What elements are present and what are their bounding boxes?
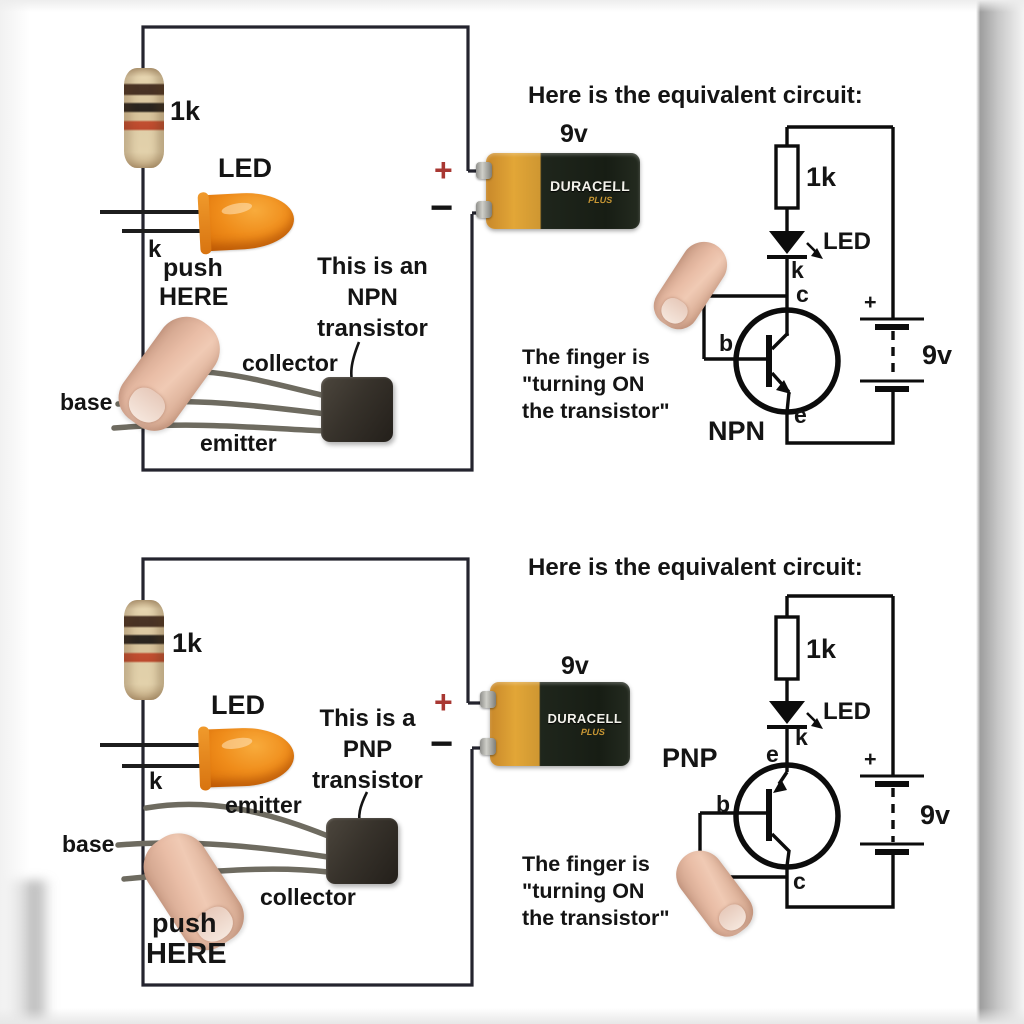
- here-label: HERE: [159, 283, 229, 311]
- led-light-arrow: [811, 718, 823, 729]
- push-label: push: [152, 908, 217, 938]
- schematic-k-label: k: [795, 724, 808, 750]
- led-legs-pnp: [100, 743, 204, 768]
- finger-note-line1: The finger is: [522, 852, 650, 876]
- finger-note-line2: "turning ON: [522, 372, 645, 396]
- schematic-led-label: LED: [823, 698, 871, 725]
- led-legs-npn: [100, 210, 204, 233]
- resistor-photo: [124, 600, 164, 700]
- finger-note-line1: The finger is: [522, 345, 650, 369]
- battery-brand-sub: PLUS: [588, 194, 613, 205]
- transistor-note-line2: PNP: [342, 736, 393, 763]
- battery-brand-sub: PLUS: [580, 727, 605, 737]
- schematic-k-label: k: [791, 257, 804, 283]
- transistor-symbol-circle: [733, 762, 841, 870]
- led-light-arrow: [811, 248, 823, 259]
- battery-minus-label: −: [430, 186, 454, 230]
- emitter-label: emitter: [225, 792, 302, 818]
- resistor-symbol: [774, 144, 800, 210]
- base-label: base: [62, 831, 115, 857]
- led-label: LED: [218, 153, 272, 183]
- transistor-note-line1: This is a: [319, 705, 416, 732]
- schematic-device-label: NPN: [708, 416, 766, 446]
- battery-plus-label: +: [434, 684, 453, 720]
- schematic-led-label: LED: [823, 228, 871, 255]
- here-label: HERE: [146, 938, 227, 970]
- battery-plus-label: +: [434, 152, 453, 188]
- schematic-battery-volts: 9v: [922, 340, 953, 370]
- panel-title: Here is the equivalent circuit:: [528, 554, 863, 581]
- schematic-c-label: c: [796, 281, 809, 307]
- equivalent-circuit-npn: [702, 125, 924, 445]
- transistor-note: This is an NPN transistor: [295, 251, 450, 344]
- battery-photo: DURACELL PLUS: [476, 153, 640, 229]
- resistor-value-label: 1k: [170, 96, 201, 126]
- led-symbol-triangle: [769, 701, 805, 724]
- resistor-photo: [124, 68, 164, 168]
- panel-title: Here is the equivalent circuit:: [528, 82, 863, 109]
- cathode-label: k: [149, 768, 163, 795]
- collector-label: collector: [242, 350, 338, 376]
- battery-brand-name: DURACELL: [547, 711, 623, 726]
- finger-note-line3: the transistor": [522, 399, 670, 423]
- finger-note: The finger is "turning ON the transistor…: [522, 851, 670, 932]
- led-symbol-triangle: [769, 231, 805, 254]
- emitter-arrow: [773, 779, 787, 793]
- finger-note-line3: the transistor": [522, 906, 670, 930]
- schematic-resistor-value: 1k: [806, 162, 837, 192]
- base-label: base: [60, 389, 113, 415]
- cathode-label: k: [148, 236, 162, 263]
- finger-note-line2: "turning ON: [522, 879, 645, 903]
- battery-photo: DURACELL PLUS: [480, 682, 630, 766]
- transistor-note: This is a PNP transistor: [290, 703, 445, 796]
- transistor-note-line1: This is an: [317, 253, 428, 280]
- battery-volts-label: 9v: [560, 120, 588, 148]
- schematic-b-label: b: [716, 791, 731, 817]
- push-label: push: [163, 254, 223, 282]
- breadboard-wiring-pnp: [141, 557, 496, 987]
- schematic-c-label: c: [793, 868, 806, 894]
- battery-volts-label: 9v: [561, 652, 589, 680]
- battery-brand: DURACELL PLUS: [542, 153, 639, 229]
- transistor-photo: [321, 377, 393, 442]
- schematic-b-label: b: [719, 330, 734, 356]
- transistor-note-line2: NPN: [347, 284, 398, 311]
- emitter-arrow: [776, 380, 791, 394]
- transistor-note-line3: transistor: [317, 315, 428, 342]
- transistor-note-line3: transistor: [312, 767, 423, 794]
- collector-label: collector: [260, 884, 356, 910]
- schematic-battery-plus: +: [864, 290, 877, 314]
- resistor-symbol: [774, 615, 800, 681]
- battery-brand: DURACELL PLUS: [540, 682, 628, 766]
- schematic-resistor-value: 1k: [806, 634, 837, 664]
- schematic-e-label: e: [794, 402, 807, 428]
- schematic-e-label: e: [766, 741, 779, 767]
- emitter-label: emitter: [200, 430, 277, 456]
- led-label: LED: [211, 690, 265, 720]
- battery-brand-name: DURACELL: [549, 177, 631, 194]
- battery-minus-label: −: [430, 722, 454, 766]
- resistor-value-label: 1k: [172, 628, 203, 658]
- schematic-device-label: PNP: [662, 743, 718, 773]
- equivalent-circuit-pnp: [698, 594, 924, 909]
- schematic-battery-plus: +: [864, 747, 877, 771]
- schematic-battery-volts: 9v: [920, 800, 951, 830]
- transistor-photo: [326, 818, 398, 884]
- finger-note: The finger is "turning ON the transistor…: [522, 344, 670, 425]
